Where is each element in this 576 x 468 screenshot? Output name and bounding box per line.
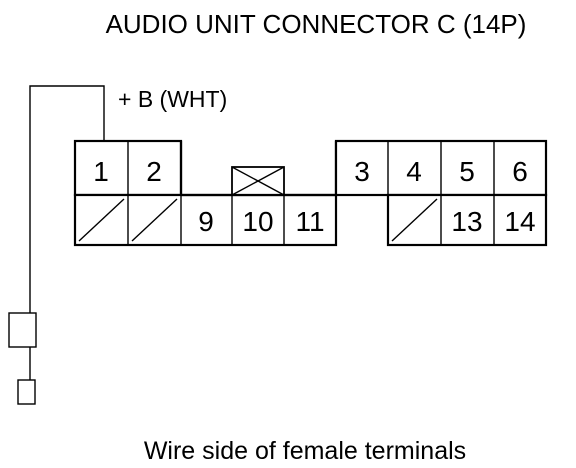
battery-terminal-icon (17, 379, 36, 405)
diagonal-slash-icon (391, 198, 438, 242)
fuse-icon (8, 312, 37, 348)
terminal-11: 11 (295, 206, 324, 237)
power-wire (29, 85, 105, 298)
terminal-14: 14 (504, 206, 535, 237)
connector-left-block (73, 139, 338, 247)
crossed-box-line (231, 166, 285, 196)
terminal-13: 13 (451, 206, 482, 237)
terminal-4: 4 (406, 156, 422, 187)
terminal-6: 6 (512, 156, 528, 187)
terminal-1: 1 (93, 156, 109, 187)
diagonal-slash-icon (131, 198, 178, 242)
terminal-2: 2 (146, 156, 162, 187)
terminal-5: 5 (459, 156, 475, 187)
terminal-9: 9 (198, 206, 214, 237)
connector-right-block (334, 139, 548, 247)
wire-label: + B (WHT) (118, 86, 227, 112)
diagram-title: AUDIO UNIT CONNECTOR C (14P) (106, 9, 527, 39)
diagonal-slash-icon (78, 198, 125, 242)
terminal-labels: 1 2 3 4 5 6 9 10 11 13 14 (93, 156, 535, 237)
right-bottom-row (386, 193, 548, 247)
terminal-3: 3 (354, 156, 370, 187)
terminal-10: 10 (242, 206, 273, 237)
diagram-caption: Wire side of female terminals (144, 437, 466, 465)
